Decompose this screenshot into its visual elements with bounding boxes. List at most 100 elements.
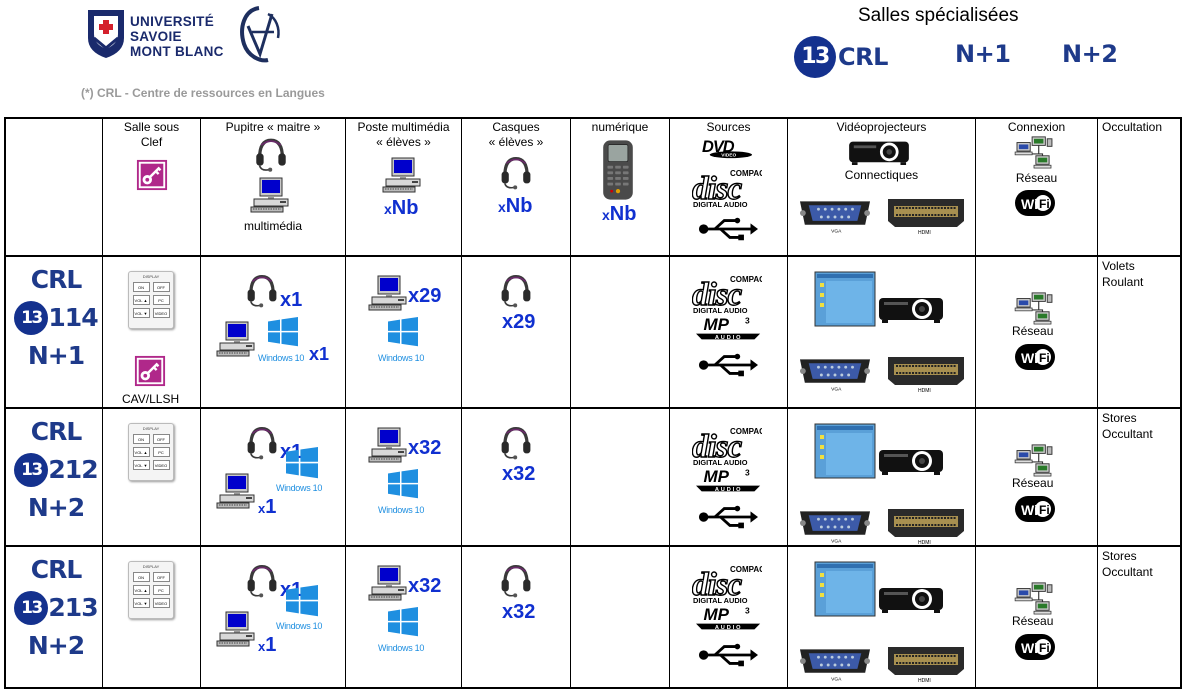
header-connexion: Connexion [1007,120,1066,134]
computer-icon [216,321,260,357]
network-icon [1014,135,1054,169]
vga-connector-icon [799,195,871,235]
header-occultation: Occultation [1102,120,1163,134]
teacher-pc-count: x1 [309,344,330,364]
room-level: N+2 [27,631,85,660]
header-pupitre-maitre: Pupitre « maitre » [225,120,321,134]
building-13-badge: 13 [794,36,836,78]
panel-button: ON [132,572,150,582]
legend-title: Salles spécialisées [858,5,1019,26]
projector-icon [847,137,911,165]
windows-10-icon [388,607,418,637]
windows-10-label: Windows 10 [378,353,425,363]
computer-icon [382,157,426,193]
projection-screen-icon [814,561,876,617]
student-headset-count: x32 [502,463,536,485]
wifi-icon [1014,633,1056,661]
room-crl: CRL [30,555,83,584]
panel-button: ON [132,434,150,444]
eleves-count-nb: xNb [384,197,419,219]
panel-button: PC [152,585,170,595]
reseau-label: Réseau [1012,476,1054,490]
panel-button: VIDEO [152,460,170,470]
student-headset-count: x29 [502,311,536,333]
headset-icon [254,137,288,173]
compact-disc-icon [692,167,762,209]
windows-10-label: Windows 10 [276,621,323,631]
windows-10-label: Windows 10 [258,353,305,363]
usb-icon [698,505,758,529]
mp3-audio-icon [696,315,762,341]
panel-button: VOL ▲ [132,447,150,457]
pc-count-x: x [258,501,266,516]
header-numerique: numérique [591,120,649,134]
panel-button: VOL ▼ [132,460,150,470]
network-icon [1014,443,1054,477]
compact-disc-icon [692,563,762,605]
legend-n2: N+2 [1062,40,1118,68]
header-sources: Sources [706,120,751,134]
windows-10-icon [388,469,418,499]
usmb-shield-icon [88,10,124,58]
room-number-text: 213 [48,593,98,622]
student-pc-count: x29 [408,285,442,307]
student-pc-count: x32 [408,575,442,597]
computer-icon [216,473,260,509]
header-poste-multimedia: Poste multimédia « élèves » [357,120,450,149]
usb-icon [698,643,758,667]
windows-10-label: Windows 10 [276,483,323,493]
headset-icon [500,273,532,309]
network-icon [1014,291,1054,325]
headset-icon [500,563,532,599]
cav-logo [240,6,280,63]
mp3-audio-icon [696,467,762,493]
teacher-pc-count: x1 [258,496,276,519]
key-icon [136,159,168,191]
occultation-line: Stores [1102,411,1137,425]
legend-n1: N+1 [955,40,1011,68]
occultation-line: Stores [1102,549,1137,563]
projection-screen-icon [814,423,876,479]
windows-10-label: Windows 10 [378,643,425,653]
headset-icon [500,155,532,191]
student-pc-count: x32 [408,437,442,459]
occultation-line: Occultant [1102,565,1153,579]
room-crl: CRL [30,417,83,446]
teacher-headset-count: x1 [280,289,303,311]
occultation-line: Occultant [1102,427,1153,441]
computer-icon [368,275,412,311]
reseau-label: Réseau [1012,614,1054,628]
panel-button: PC [152,447,170,457]
vga-connector-icon [799,353,871,393]
casques-count-nb: xNb [498,195,533,217]
key-icon [134,355,166,387]
occultation-line: Roulant [1102,275,1144,289]
crl-footnote: (*) CRL - Centre de ressources en Langue… [81,86,325,100]
pc-count-x: x [258,639,266,654]
room-level: N+2 [27,493,85,522]
panel-label: DISPLAY [142,564,160,569]
panel-button: OFF [152,282,170,292]
headset-icon [246,563,278,599]
projection-screen-icon [814,271,876,327]
panel-button: OFF [152,434,170,444]
header-multimedia: multimédia [243,219,303,233]
room-crl: CRL [30,265,83,294]
headset-icon [500,425,532,461]
building-13-badge: 13 [14,591,49,625]
panel-button: VOL ▲ [132,585,150,595]
key-holder-label: CAV/LLSH [122,392,180,406]
headset-icon [246,425,278,461]
hdmi-connector-icon [887,353,965,393]
header-salle-sous-clef: Salle sous Clef [123,120,180,149]
